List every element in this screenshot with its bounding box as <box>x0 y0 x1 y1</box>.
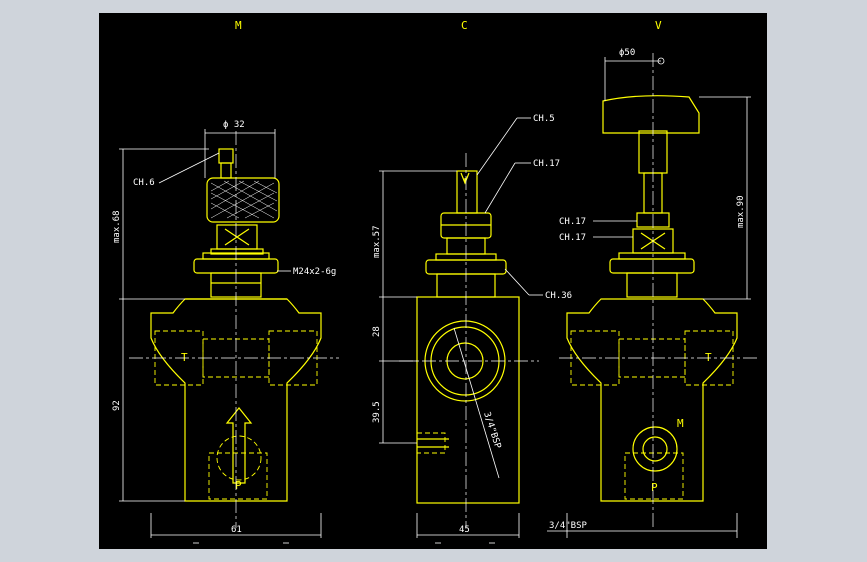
view-side: C 3/4"BSP CH.5 CH.17 CH.36 max <box>372 19 572 538</box>
dim-d92: 92 <box>112 400 122 411</box>
dim-max68: max.68 <box>112 210 122 243</box>
dim-d61: 61 <box>231 525 242 535</box>
front-port-t-label: T <box>181 351 188 364</box>
dim-d39-5: 39.5 <box>372 401 382 423</box>
dim-ch17-side: CH.17 <box>533 159 560 169</box>
view-back-title: V <box>655 19 662 32</box>
dim-d32: ϕ 32 <box>223 120 245 130</box>
dim-ch5: CH.5 <box>533 114 555 124</box>
dim-d50: ϕ50 <box>619 48 635 58</box>
dim-bsp-bottom: 3/4"BSP <box>549 521 588 531</box>
dim-ch6: CH.6 <box>133 178 155 188</box>
view-back: V T M P ϕ50 max.90 CH.17 CH.17 <box>547 19 759 538</box>
back-port-t-label: T <box>705 351 712 364</box>
dim-max90: max.90 <box>736 195 746 228</box>
dim-bsp-side: 3/4"BSP <box>481 411 502 451</box>
dim-thread: M24x2-6g <box>293 267 336 277</box>
view-front-title: M <box>235 19 242 32</box>
dim-ch17-back-a: CH.17 <box>559 217 586 227</box>
front-port-p-label: P <box>235 479 242 492</box>
dim-ch36: CH.36 <box>545 291 572 301</box>
back-port-p-label: P <box>651 481 658 494</box>
view-side-title: C <box>461 19 468 32</box>
back-port-m-label: M <box>677 417 684 430</box>
cad-drawing-canvas: M T P <box>99 13 767 549</box>
dim-max57: max.57 <box>372 225 382 258</box>
dim-d45: 45 <box>459 525 470 535</box>
dim-ch17-back-b: CH.17 <box>559 233 586 243</box>
dim-d28: 28 <box>372 326 382 337</box>
view-front: M T P <box>112 19 339 538</box>
